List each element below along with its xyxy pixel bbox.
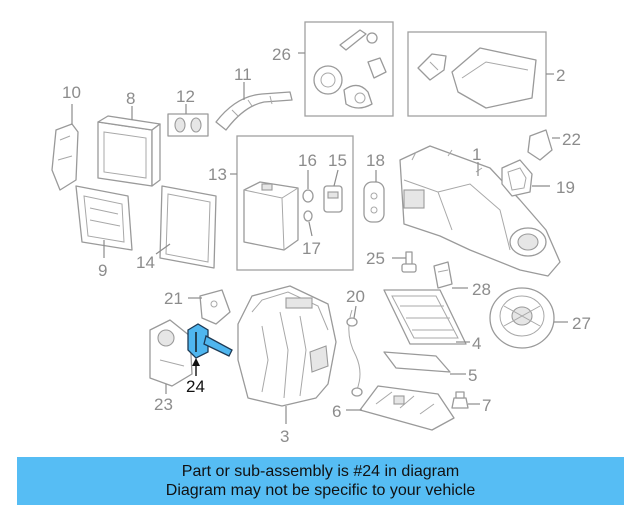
callout-19: 19	[556, 178, 575, 197]
parts-diagram: 1 2 3 4 5 6 7 8 9 10 11 12 13 14 15 16 1…	[51, 21, 591, 446]
part-23-drawing	[149, 319, 193, 387]
part-13-group-box	[236, 135, 354, 271]
leader-15	[333, 169, 339, 187]
part-3-drawing	[237, 285, 337, 407]
callout-9: 9	[98, 261, 107, 280]
leader-20	[353, 305, 357, 319]
callout-20: 20	[346, 287, 365, 306]
part-9-drawing	[75, 185, 133, 251]
part-6-drawing	[359, 385, 455, 431]
banner-disclaimer: Diagram may not be specific to your vehi…	[165, 482, 476, 499]
part-25-drawing	[401, 251, 417, 273]
callout-17: 17	[302, 239, 321, 258]
callout-23: 23	[154, 395, 173, 414]
banner-part-note: Part or sub-assembly is #24 in diagram	[181, 463, 460, 480]
callout-10: 10	[62, 83, 81, 102]
leader-24	[192, 358, 200, 376]
callout-21: 21	[164, 289, 183, 308]
callout-15: 15	[328, 151, 347, 170]
callout-28: 28	[472, 280, 491, 299]
callout-1: 1	[472, 145, 481, 164]
part-27-drawing	[489, 287, 555, 349]
part-20-drawing	[346, 309, 363, 397]
callout-8: 8	[126, 89, 135, 108]
part-21-drawing	[199, 289, 231, 325]
part-11-drawing	[215, 91, 293, 131]
part-1-drawing	[399, 145, 561, 277]
leader-17	[308, 221, 313, 237]
callout-27: 27	[572, 314, 591, 333]
part-8-drawing	[97, 115, 161, 187]
callout-11: 11	[234, 65, 252, 84]
leader-14	[155, 243, 171, 255]
part-28-drawing	[433, 261, 453, 289]
part-7-drawing	[451, 391, 469, 409]
callout-12: 12	[176, 87, 195, 106]
part-12-drawing	[167, 113, 209, 137]
part-4-drawing	[383, 289, 467, 345]
part-13-drawing	[243, 181, 343, 251]
part-10-drawing	[51, 123, 79, 191]
part-14-drawing	[159, 185, 217, 269]
callout-7: 7	[482, 396, 491, 415]
part-2-drawing	[417, 47, 537, 109]
part-18-drawing	[363, 181, 385, 223]
callout-22: 22	[562, 130, 581, 149]
callout-6: 6	[332, 402, 341, 421]
callout-24: 24	[186, 377, 205, 396]
part-22-drawing	[527, 129, 553, 161]
callout-5: 5	[468, 366, 477, 385]
part-5-drawing	[383, 351, 451, 373]
part-26-group-box	[304, 21, 394, 117]
callout-3: 3	[280, 427, 289, 446]
callout-4: 4	[472, 334, 481, 353]
callout-2: 2	[556, 66, 565, 85]
callout-18: 18	[366, 151, 385, 170]
info-banner: Part or sub-assembly is #24 in diagram D…	[17, 457, 624, 505]
part-19-drawing	[501, 159, 533, 197]
callout-25: 25	[366, 249, 385, 268]
callout-26: 26	[272, 45, 291, 64]
callout-13: 13	[208, 165, 227, 184]
part-26-drawing	[313, 29, 387, 109]
part-24-drawing	[187, 323, 233, 359]
callout-16: 16	[298, 151, 317, 170]
callout-14: 14	[136, 253, 155, 272]
